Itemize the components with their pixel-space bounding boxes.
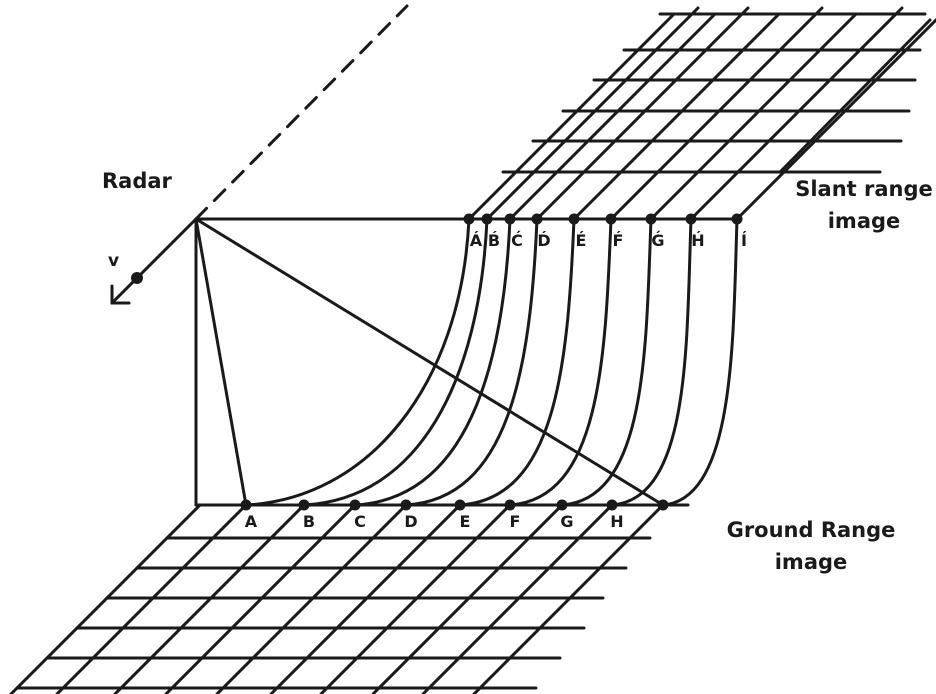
ground-point-dot [504,499,516,511]
slant-grid-column [508,12,717,221]
ground-point-dot [454,499,466,511]
projection-arc [354,218,512,507]
ground-grid-column [319,503,512,694]
slant-point-dot [645,213,657,225]
velocity-arrow-shaft [110,217,198,305]
slant-point-label: B́ [488,231,500,250]
radar-geometry [110,4,742,507]
ground-grid-column [472,503,665,694]
projection-arc [662,218,739,507]
projection-arc [561,218,653,507]
ground-point-dot [657,499,669,511]
slant-grid-column [535,6,750,221]
slant-point-dot [481,213,493,225]
ground-point-label: E [460,512,471,531]
ground-grid-column [269,503,462,694]
flight-path-dashed [194,4,409,221]
ground-point-label: G [560,512,573,531]
radar-label: Radar [102,169,173,193]
ground-point-dot [556,499,568,511]
slant-range-grid [467,6,936,221]
slant-point-label: Ć [511,231,523,250]
slant-grid-column [689,6,904,221]
slant-point-label: Á [470,231,483,250]
velocity-arrow-head [110,284,131,305]
slant-point-label: Ǵ [651,231,664,250]
slant-grid-column [649,12,858,221]
slant-grid-column [609,6,824,221]
ground-point-dot [606,499,618,511]
slant-point-label: Í [741,231,747,250]
ground-point-label: C [354,512,366,531]
slant-point-dot [605,213,617,225]
ground-range-label-line1: Ground Range [727,518,896,542]
ground-grid-column [164,503,357,694]
slant-point-dot [504,213,516,225]
slant-grid-column [778,18,932,174]
ground-point-label: B [303,512,315,531]
slant-range-points [463,213,743,225]
ground-grid-column [371,503,564,694]
ground-point-label: D [404,512,417,531]
ground-point-label: F [510,512,521,531]
ground-grid-column [113,503,306,694]
ground-point-dot [240,499,252,511]
slant-point-label: H́ [691,231,704,250]
ground-range-label-line2: image [775,550,848,574]
ground-point-dot [349,499,361,511]
velocity-label: v [108,251,119,271]
slant-point-label: F́ [613,231,624,250]
projection-arc [611,218,693,507]
slant-range-label-line2: image [828,209,901,233]
slant-point-dot [685,213,697,225]
ground-point-label: A [245,512,258,531]
ground-grid-column [215,503,408,694]
velocity-marker-dot [131,272,143,284]
slant-point-label: É [576,231,587,250]
ground-range-points [240,499,669,511]
slant-point-dot [731,213,743,225]
ground-grid-column [421,503,614,694]
projection-arc [459,218,576,507]
slant-grid-column [572,12,781,221]
slant-point-dot [463,213,475,225]
ground-grid-column [55,503,248,694]
projection-arc [303,218,489,507]
slant-point-dot [531,213,543,225]
slant-grid-column [485,6,700,221]
slant-point-dot [568,213,580,225]
ground-point-label: H [610,512,623,531]
ground-range-grid [9,503,665,694]
slant-range-label-line1: Slant range [795,177,933,201]
projection-arc [509,218,613,507]
near-range-ray [194,217,248,507]
slant-grid-column [467,12,676,221]
slant-point-label: D́ [537,231,550,250]
slant-grid-column [735,17,936,221]
far-range-ray [194,217,665,507]
projection-arc [405,218,539,507]
ground-point-dot [400,499,412,511]
slant-range-point-labels: Á B́ Ć D́ É F́ Ǵ H́ Í [470,231,747,250]
projection-arcs [245,218,739,507]
projection-arc [245,218,471,507]
ground-grid-column [9,503,202,694]
ground-range-point-labels: A B C D E F G H [245,512,624,531]
ground-point-dot [298,499,310,511]
